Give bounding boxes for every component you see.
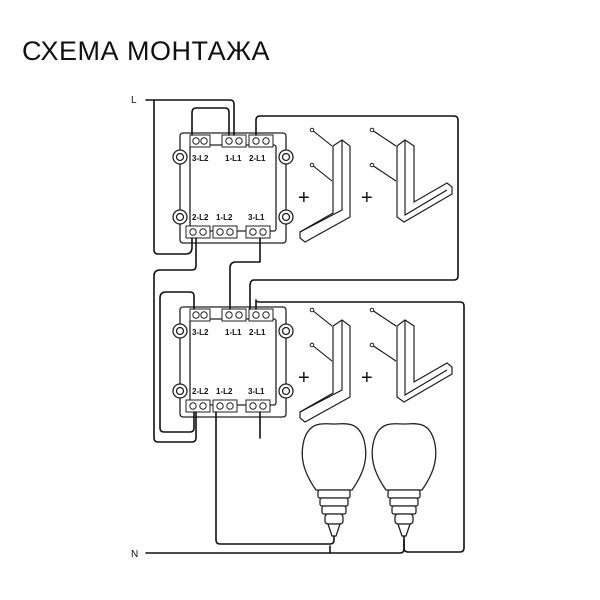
wires xyxy=(145,99,465,554)
neutral-line-label: N xyxy=(131,549,138,560)
switch-key-2b xyxy=(369,307,453,403)
terminal-label: 2-L2 xyxy=(192,387,209,396)
switch-mechanism-2: 3-L2 1-L1 2-L1 2-L2 1-L2 3-L1 xyxy=(172,306,294,418)
terminal-label: 2-L1 xyxy=(249,328,266,337)
terminal-label: 1-L2 xyxy=(216,387,233,396)
plus-sign: + xyxy=(298,367,310,389)
light-bulb-1 xyxy=(301,423,367,537)
switch-key-1a xyxy=(299,127,351,243)
terminal-label: 2-L1 xyxy=(249,154,266,163)
plus-sign: + xyxy=(361,187,373,209)
plus-sign: + xyxy=(361,367,373,389)
light-bulb-2 xyxy=(371,423,437,537)
terminal-label: 3-L2 xyxy=(192,328,209,337)
switch-key-1b xyxy=(369,127,453,223)
plus-sign: + xyxy=(298,187,310,209)
switch-mechanism-1: 3-L2 1-L1 2-L1 2-L2 1-L2 3-L1 xyxy=(172,132,294,244)
phase-line-label: L xyxy=(131,95,137,106)
terminal-label: 2-L2 xyxy=(192,213,209,222)
terminal-label: 1-L2 xyxy=(216,213,233,222)
terminal-label: 1-L1 xyxy=(225,154,242,163)
terminal-label: 1-L1 xyxy=(225,328,242,337)
terminal-label: 3-L1 xyxy=(248,387,265,396)
diagram-title: СХЕМА МОНТАЖА xyxy=(22,36,271,66)
terminal-label: 3-L2 xyxy=(192,154,209,163)
terminal-label: 3-L1 xyxy=(248,213,265,222)
switch-key-2a xyxy=(299,307,351,423)
